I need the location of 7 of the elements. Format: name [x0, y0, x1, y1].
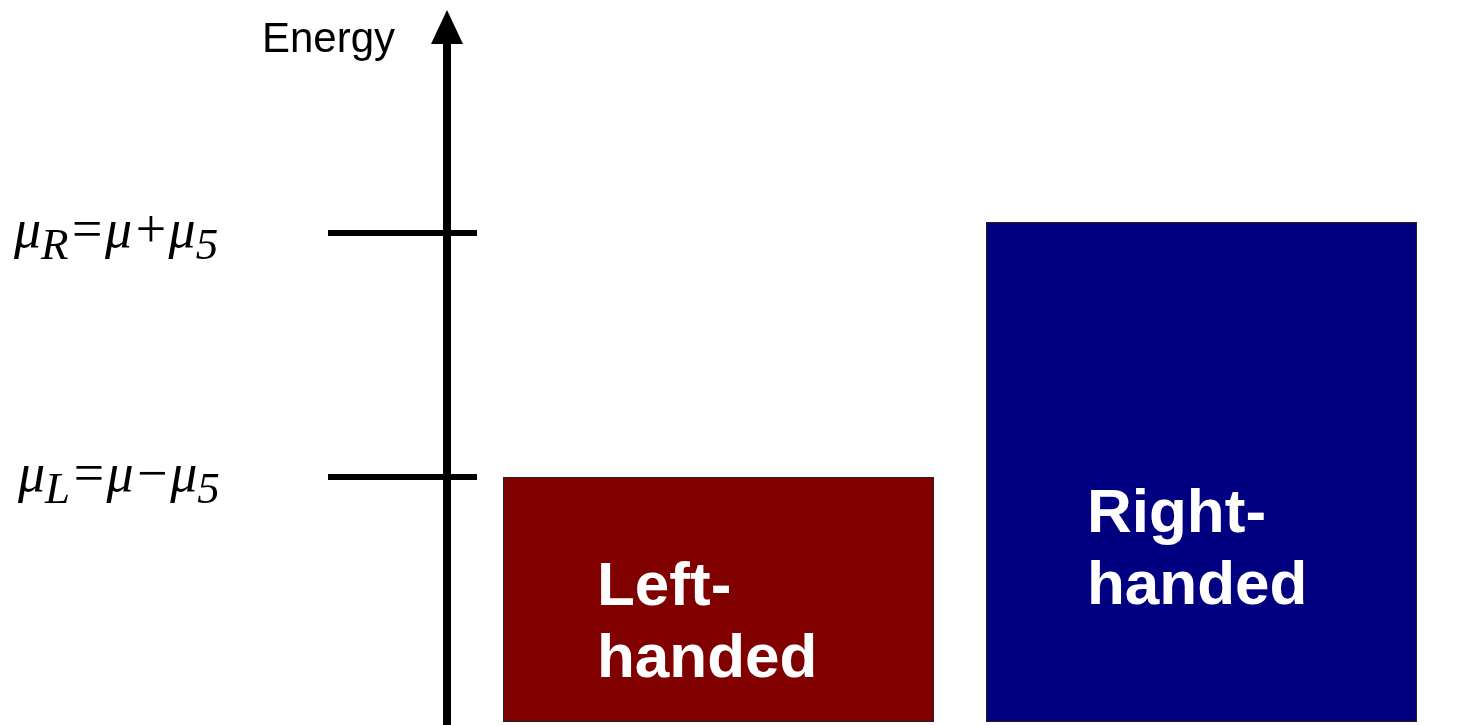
energy-level-block [986, 222, 1417, 722]
tick-label: μ$_{R}$=μ+μ$_{5}$ [14, 198, 219, 270]
tick-label: μ$_{L}$=μ−μ$_{5}$ [18, 442, 220, 514]
energy-level-block [503, 477, 934, 722]
axis-label: Energy [262, 14, 396, 62]
block-label: Right-handed [1087, 475, 1309, 619]
block-label: Left-handed [597, 548, 819, 692]
